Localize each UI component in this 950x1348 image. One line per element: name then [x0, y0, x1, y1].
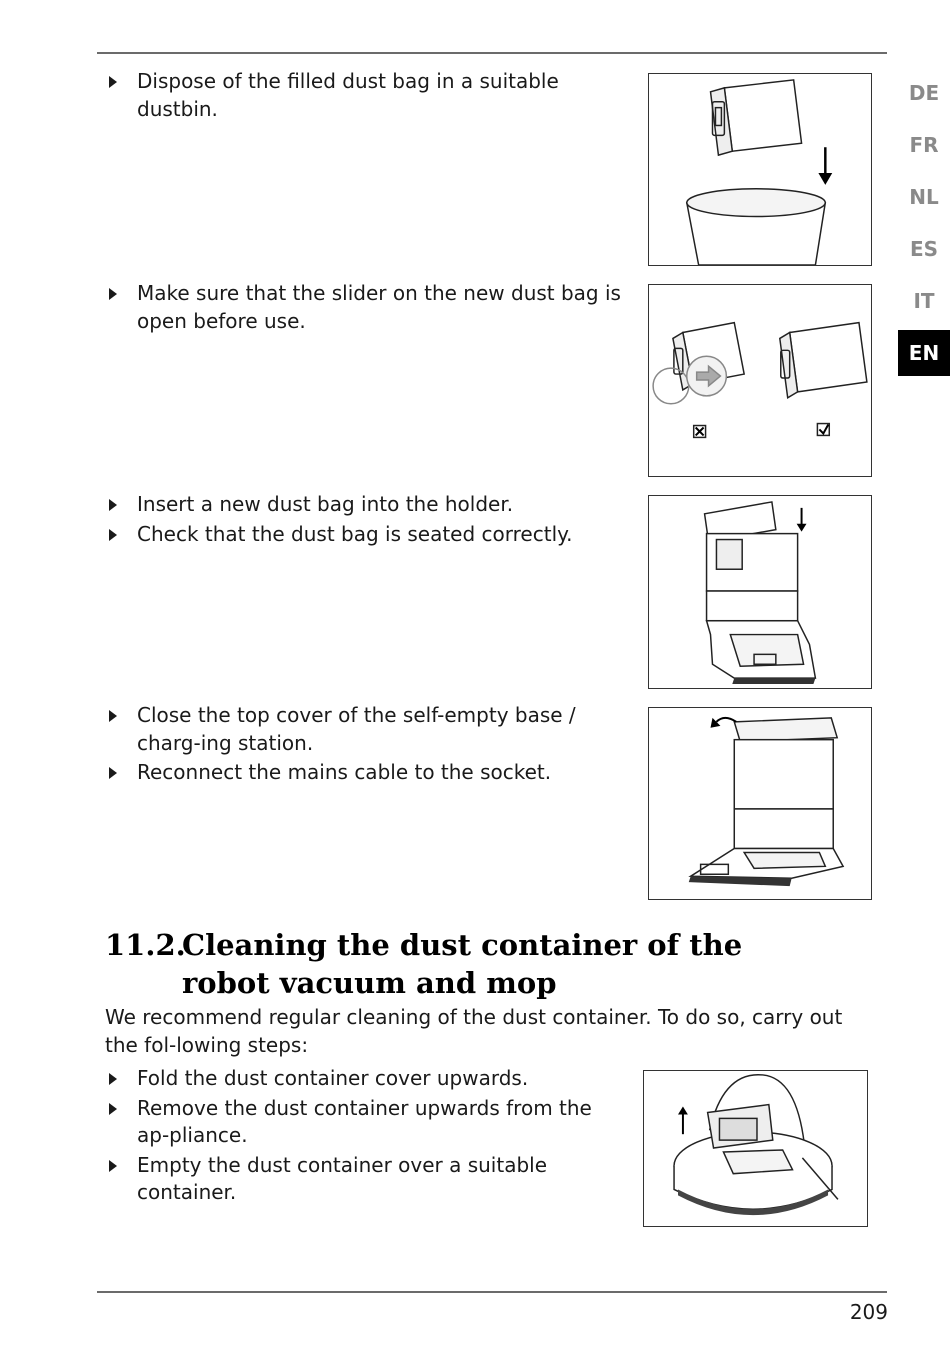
dust-bag-into-bin-illustration	[648, 73, 872, 266]
lang-tab-en[interactable]: EN	[898, 330, 950, 376]
language-tabs: DE FR NL ES IT EN	[898, 70, 950, 382]
remove-dust-container-illustration	[643, 1070, 868, 1227]
lang-tab-nl[interactable]: NL	[909, 185, 939, 209]
close-cover-illustration	[648, 707, 872, 900]
step-item: Close the top cover of the self-empty ba…	[105, 702, 625, 757]
section-title: Cleaning the dust container of the robot…	[182, 928, 743, 1000]
steps-insert: Insert a new dust bag into the holder. C…	[105, 491, 625, 550]
top-rule	[97, 52, 887, 54]
lang-tab-it[interactable]: IT	[913, 289, 935, 313]
step-item: Empty the dust container over a suitable…	[105, 1152, 625, 1207]
insert-dust-bag-illustration	[648, 495, 872, 689]
lang-tab-de[interactable]: DE	[908, 81, 940, 105]
steps-dispose: Dispose of the filled dust bag in a suit…	[105, 68, 625, 125]
page-number: 209	[849, 1300, 888, 1324]
steps-close: Close the top cover of the self-empty ba…	[105, 702, 625, 789]
step-item: Reconnect the mains cable to the socket.	[105, 759, 625, 787]
step-item: Make sure that the slider on the new dus…	[105, 280, 625, 335]
lang-tab-es[interactable]: ES	[909, 237, 939, 261]
section-heading: 11.2. Cleaning the dust container of the…	[105, 926, 825, 1002]
section-intro: We recommend regular cleaning of the dus…	[105, 1005, 843, 1057]
step-item: Insert a new dust bag into the holder.	[105, 491, 625, 519]
dust-bag-slider-illustration	[648, 284, 872, 477]
step-item: Check that the dust bag is seated correc…	[105, 521, 625, 549]
section-number: 11.2.	[105, 928, 186, 962]
step-item: Fold the dust container cover upwards.	[105, 1065, 625, 1093]
steps-slider: Make sure that the slider on the new dus…	[105, 280, 625, 337]
step-item: Dispose of the filled dust bag in a suit…	[105, 68, 625, 123]
steps-dust-container: Fold the dust container cover upwards. R…	[105, 1065, 625, 1209]
lang-tab-fr[interactable]: FR	[909, 133, 939, 157]
step-item: Remove the dust container upwards from t…	[105, 1095, 625, 1150]
bottom-rule	[97, 1291, 887, 1293]
